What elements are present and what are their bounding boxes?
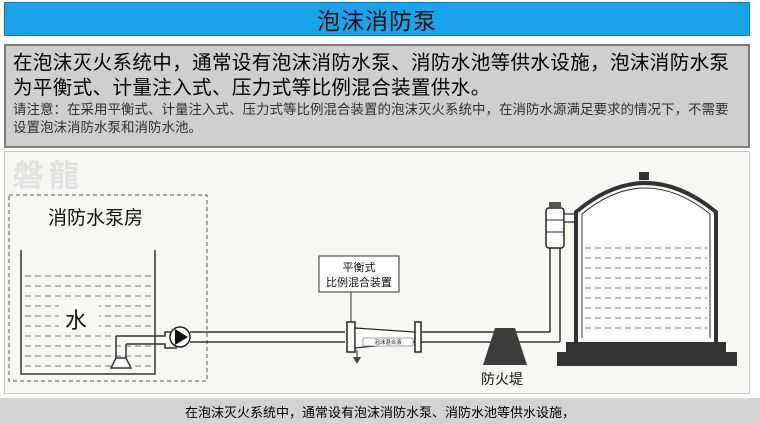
tank-liquid-lines	[585, 247, 707, 329]
foam-generator	[545, 202, 577, 249]
water-label: 水	[65, 309, 87, 334]
water-label-bg	[59, 302, 99, 334]
pump-room-label: 消防水泵房	[48, 207, 143, 229]
proportioner-label-line2: 比例混合装置	[326, 275, 392, 289]
fire-dike	[483, 328, 527, 365]
intro-panel: 在泡沫灭火系统中，通常设有泡沫消防水泵、消防水池等供水设施，泡沫消防水泵为平衡式…	[4, 44, 750, 148]
proportioner-label-line1: 平衡式	[343, 261, 376, 274]
caption-text: 在泡沫灭火系统中，通常设有泡沫消防水泵、消防水池等供水设施，	[184, 405, 575, 421]
tank-vent	[639, 172, 649, 180]
proportioner-label-box	[318, 255, 400, 293]
pump-arrow-icon	[175, 329, 188, 345]
diagram-panel: 磐龍 消防水泵房 水	[4, 151, 750, 394]
intro-note-text: 请注意：在采用平衡式、计量注入式、压力式等比例混合装置的泡沫灭火系统中，在消防水…	[13, 102, 729, 136]
caption-bar: 在泡沫灭火系统中，通常设有泡沫消防水泵、消防水池等供水设施，	[0, 398, 760, 424]
water-pool	[20, 250, 156, 375]
foam-mixture-tag	[362, 337, 414, 347]
title-bar: 泡沫消防泵	[4, 2, 750, 36]
tank-base-upper	[566, 342, 726, 352]
pump-room-boundary	[8, 194, 208, 382]
tank-base-lower	[557, 352, 737, 366]
watermark-text: 磐龍	[13, 159, 85, 194]
foot-valve	[109, 357, 133, 369]
storage-tank-inner	[581, 187, 711, 338]
page-title: 泡沫消防泵	[317, 9, 437, 35]
water-level-lines	[25, 275, 151, 367]
fire-dike-label: 防火堤	[481, 372, 523, 388]
intro-main-text: 在泡沫灭火系统中，通常设有泡沫消防水泵、消防水池等供水设施，泡沫消防水泵为平衡式…	[13, 51, 730, 99]
storage-tank-shell	[574, 181, 718, 342]
foam-mixture-tag-text: 泡沫混合液	[374, 338, 402, 346]
foam-system-diagram: 磐龍 消防水泵房 水	[8, 159, 737, 388]
